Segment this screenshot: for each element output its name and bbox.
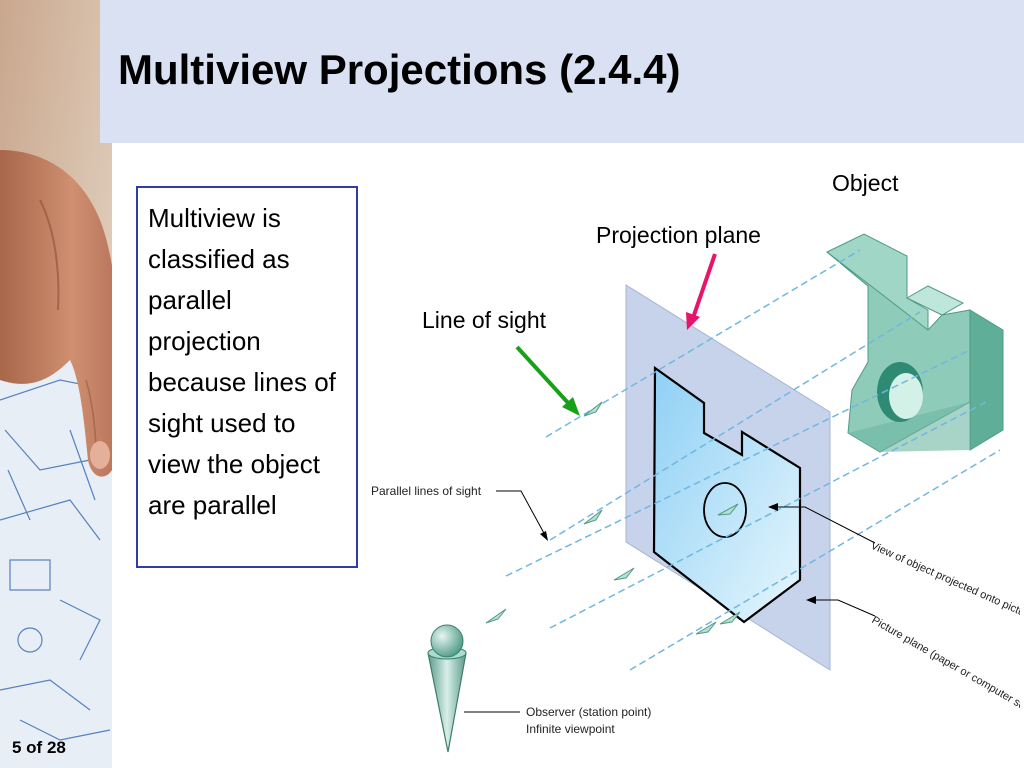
object-shape bbox=[826, 233, 1004, 453]
annotation-leaders bbox=[464, 490, 876, 713]
observer-icon bbox=[427, 624, 467, 753]
annotation-parallel-lines: Parallel lines of sight bbox=[371, 484, 482, 498]
line-of-sight-arrow bbox=[515, 345, 580, 416]
title-bar bbox=[100, 0, 1024, 143]
page-number: 5 of 28 bbox=[12, 738, 66, 757]
annotation-infinite-viewpoint: Infinite viewpoint bbox=[526, 722, 615, 736]
projection-plane-label: Projection plane bbox=[596, 222, 761, 248]
sight-arrowheads bbox=[485, 401, 741, 635]
side-photo bbox=[0, 0, 112, 768]
text-box: Multiview is classified as parallel proj… bbox=[136, 186, 358, 568]
object-label: Object bbox=[832, 170, 899, 196]
projection-diagram: Parallel lines of sight View of object p… bbox=[371, 233, 1021, 753]
line-of-sight-label: Line of sight bbox=[422, 307, 547, 333]
annotation-observer: Observer (station point) bbox=[526, 705, 651, 719]
projection-plane-arrow bbox=[686, 253, 717, 330]
annotation-leader-arrowheads bbox=[540, 503, 816, 604]
annotation-picture-plane: Picture plane (paper or computer screen) bbox=[870, 614, 1021, 725]
slide-title: Multiview Projections (2.4.4) bbox=[118, 46, 681, 93]
annotation-view-projected: View of object projected onto picture pl… bbox=[869, 540, 1020, 635]
projected-view bbox=[652, 365, 802, 624]
body-text: Multiview is classified as parallel proj… bbox=[148, 203, 336, 520]
